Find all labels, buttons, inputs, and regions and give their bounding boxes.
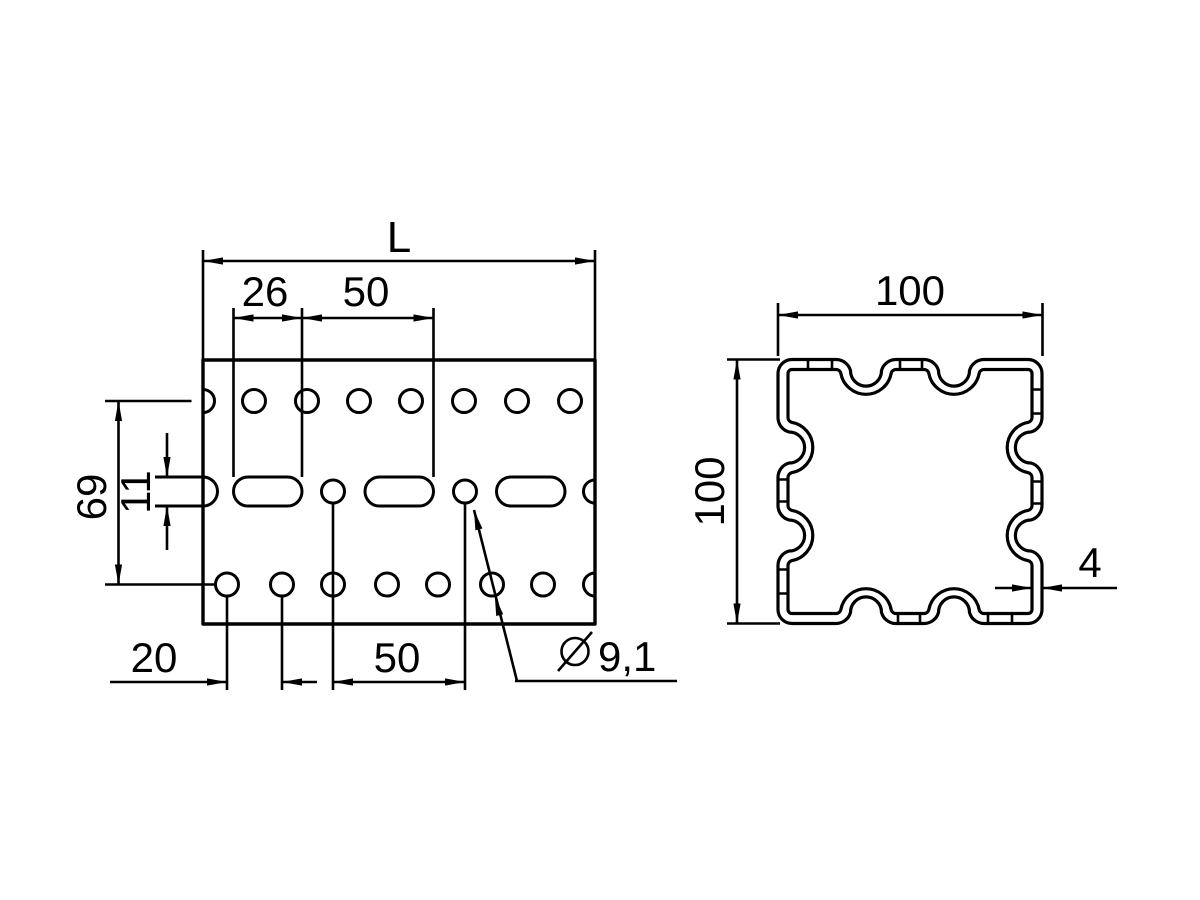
top-hole-row [202, 388, 583, 414]
dim-hole-pitch-50: 50 [331, 503, 467, 690]
extension-line [727, 358, 780, 625]
hole-circle [294, 388, 320, 414]
hole-circle [374, 571, 400, 598]
dim-label-50-top: 50 [343, 268, 390, 315]
dim-label-50-bottom: 50 [374, 634, 421, 681]
dim-length-L: L [201, 213, 597, 359]
extension-line [201, 250, 597, 359]
arrowhead [474, 510, 483, 531]
edge-half-slot [155, 475, 219, 508]
extension-line [331, 503, 467, 690]
dim-label-11: 11 [112, 470, 159, 514]
dim-label-20: 20 [131, 634, 178, 681]
extension-line [776, 303, 1044, 356]
slot [363, 475, 435, 508]
hole-circle [479, 571, 505, 598]
dim-row-spacing-69: 69 [68, 399, 216, 586]
arrowhead [333, 678, 353, 686]
hole-circle [451, 388, 477, 414]
leader-line [472, 509, 519, 682]
hole-circle [398, 388, 424, 414]
arrowhead [445, 678, 465, 686]
section-view: 100 100 4 [686, 267, 1117, 626]
arrowhead [733, 603, 741, 624]
profile-face-outline [201, 358, 597, 626]
dim-label-69: 69 [68, 474, 115, 521]
arrowhead [282, 678, 302, 686]
diameter-symbol-circle [560, 636, 590, 667]
hole-circle [269, 571, 295, 598]
extension-line [225, 596, 284, 690]
arrowhead [778, 311, 798, 319]
arrowhead [1012, 584, 1032, 592]
edge-half-hole [582, 571, 596, 598]
arrowhead [163, 457, 171, 477]
arrowhead [114, 401, 123, 421]
hole-circle [530, 571, 556, 598]
bottom-hole-row [214, 571, 596, 598]
extension-line [232, 308, 435, 477]
front-view: L 26 50 69 11 [68, 213, 677, 690]
dim-label-100-left: 100 [686, 456, 733, 526]
arrowhead [413, 314, 434, 322]
hole-circle [504, 388, 530, 414]
section-profile [776, 357, 1044, 626]
hole-circle [346, 388, 372, 414]
leader-hole-diameter: 9,1 [472, 509, 677, 683]
edge-half-hole [582, 478, 596, 505]
middle-slot-row [155, 475, 596, 508]
arrowhead [494, 595, 504, 616]
arrowhead [733, 359, 741, 380]
hole-circle [425, 571, 451, 598]
arrowhead [1022, 311, 1043, 319]
arrowhead [282, 314, 302, 322]
dim-label-L: L [387, 213, 411, 262]
dim-slot-width-11: 11 [112, 433, 171, 550]
dim-label-100-top: 100 [875, 267, 945, 314]
dim-label-26: 26 [242, 268, 289, 315]
dim-slot-26-50: 26 50 [232, 268, 435, 477]
slot [232, 475, 304, 508]
arrowhead [1042, 584, 1062, 592]
hole-circle [320, 478, 346, 505]
hole-circle [557, 388, 583, 414]
diameter-symbol-icon [557, 631, 593, 672]
hole-circle [452, 478, 478, 505]
dim-label-4: 4 [1078, 539, 1101, 586]
arrowhead [163, 506, 171, 526]
dim-section-width-100: 100 [776, 267, 1044, 356]
hole-circle [214, 571, 240, 598]
arrowhead [207, 678, 227, 686]
arrowhead [233, 314, 254, 322]
dim-section-height-100: 100 [686, 358, 780, 625]
hole-circle [241, 388, 267, 414]
arrowhead [203, 257, 223, 265]
arrowhead [302, 314, 322, 322]
dim-wall-thickness-4: 4 [995, 539, 1117, 592]
edge-half-hole [202, 388, 216, 414]
diameter-symbol-slash [557, 631, 593, 672]
dim-label-diameter: 9,1 [598, 633, 656, 680]
arrowhead [575, 257, 595, 265]
slot [495, 475, 567, 508]
arrowhead [114, 564, 123, 585]
dim-hole-offset-20: 20 [110, 596, 317, 690]
